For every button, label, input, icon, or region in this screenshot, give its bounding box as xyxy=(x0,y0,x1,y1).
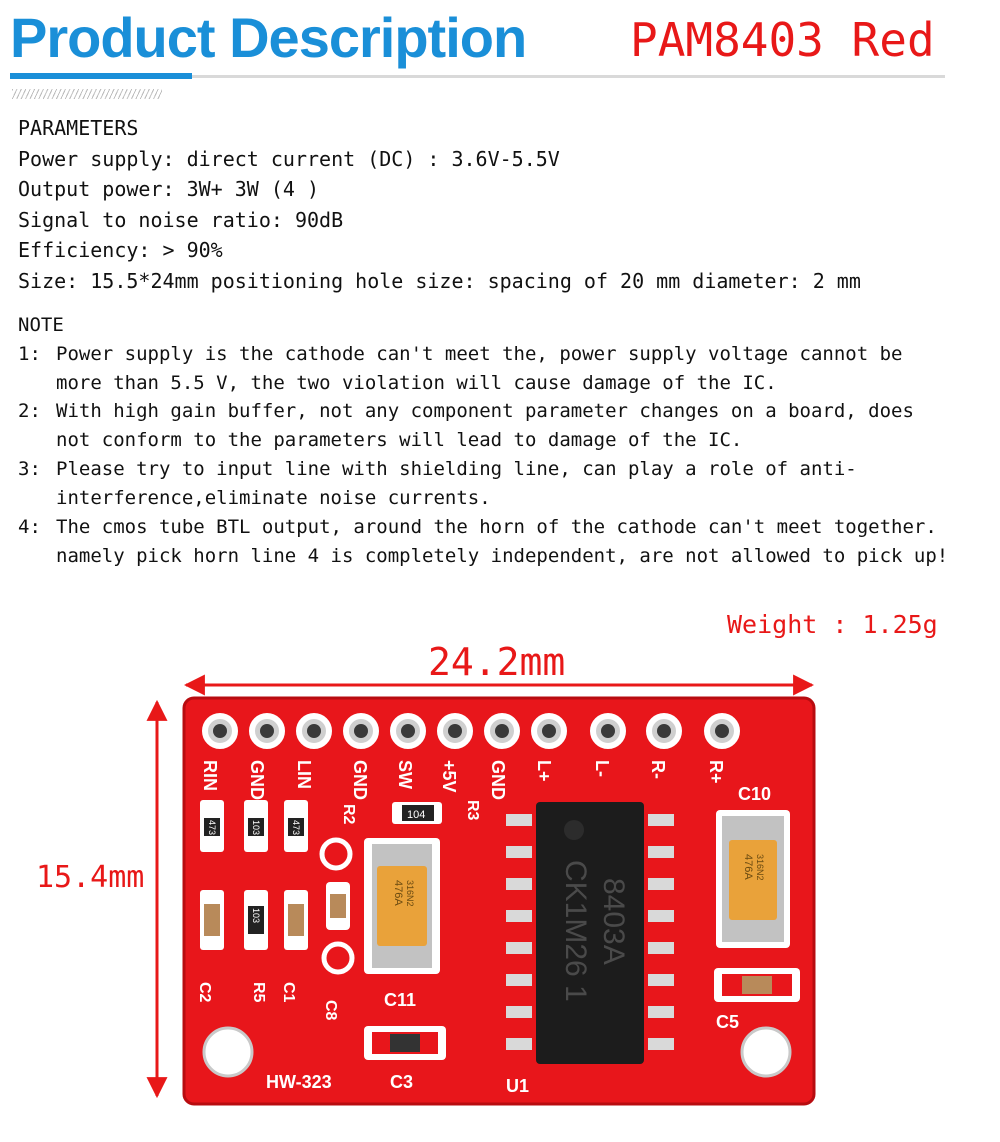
pcb-board xyxy=(184,698,814,1104)
notes-heading: NOTE xyxy=(18,314,64,336)
pam8403-chip: 8403A CK1M26 1 xyxy=(506,802,674,1064)
smd-components-left: 473 103 473 103 xyxy=(200,800,308,950)
pin-label: R- xyxy=(648,760,668,779)
pin-label: GND xyxy=(488,760,508,800)
pin-label: L- xyxy=(592,760,612,777)
weight-label: Weight : 1.25g xyxy=(727,610,938,639)
note-number: 2: xyxy=(18,400,41,422)
c5-label: C5 xyxy=(716,1012,739,1032)
param-efficiency: Efficiency: > 90% xyxy=(18,238,223,262)
height-dimension-label: 15.4mm xyxy=(36,860,145,895)
c11-label: C11 xyxy=(384,990,416,1010)
r2-label: R2 xyxy=(340,804,357,825)
page-title: Product Description xyxy=(10,6,527,69)
capacitor-code: 316N2 xyxy=(755,854,765,881)
c11-capacitor: 476A 316N2 xyxy=(364,838,440,974)
c10-capacitor: 476A 316N2 xyxy=(716,810,790,948)
c8-label: C8 xyxy=(322,1000,339,1021)
note-text: Please try to input line with shielding … xyxy=(56,458,857,480)
param-snr: Signal to noise ratio: 90dB xyxy=(18,208,344,232)
c1-label: C1 xyxy=(280,982,297,1003)
pin-label: GND xyxy=(247,760,267,800)
c2-label: C2 xyxy=(196,982,213,1003)
note-text: interference,eliminate noise currents. xyxy=(56,487,491,509)
parameters-heading: PARAMETERS xyxy=(18,116,139,140)
note-number: 3: xyxy=(18,458,41,480)
note-text: With high gain buffer, not any component… xyxy=(56,400,914,422)
pin-label: RIN xyxy=(200,760,220,791)
c10-label: C10 xyxy=(738,784,771,804)
capacitor-code: 476A xyxy=(392,880,404,906)
resistor-code: 473 xyxy=(207,820,217,835)
pin-labels: RIN GND LIN GND SW +5V GND L+ L- R- R+ xyxy=(200,760,726,800)
hatch-decoration xyxy=(12,89,162,99)
chip-marking: 8403A xyxy=(597,878,630,965)
note-text: The cmos tube BTL output, around the hor… xyxy=(56,516,937,538)
note-number: 4: xyxy=(18,516,41,538)
pin-label: R+ xyxy=(706,760,726,784)
param-output-power: Output power: 3W+ 3W (4 ) xyxy=(18,177,320,201)
resistor-code: 103 xyxy=(251,908,261,923)
pin-label: SW xyxy=(395,760,415,789)
mounting-hole xyxy=(740,1026,792,1078)
mounting-hole xyxy=(202,1026,254,1078)
note-text: namely pick horn line 4 is completely in… xyxy=(56,545,949,567)
param-power-supply: Power supply: direct current (DC) : 3.6V… xyxy=(18,147,560,171)
note-text: not conform to the parameters will lead … xyxy=(56,429,743,451)
pin-label: GND xyxy=(350,760,370,800)
resistor-code: 103 xyxy=(251,820,261,835)
title-underline xyxy=(10,75,945,78)
board-model-label: HW-323 xyxy=(266,1072,332,1092)
note-text: more than 5.5 V, the two violation will … xyxy=(56,372,777,394)
c3-label: C3 xyxy=(390,1072,413,1092)
pin-label: +5V xyxy=(439,760,459,793)
pin-label: L+ xyxy=(534,760,554,782)
param-size: Size: 15.5*24mm positioning hole size: s… xyxy=(18,269,861,293)
resistor-code: 473 xyxy=(291,820,301,835)
header-pins xyxy=(202,713,740,749)
capacitor-code: 316N2 xyxy=(405,880,415,907)
title-accent-bar xyxy=(10,73,192,79)
capacitor-code: 476A xyxy=(742,854,754,880)
pin-label: LIN xyxy=(294,760,314,789)
u1-label: U1 xyxy=(506,1076,529,1096)
resistor-code: 104 xyxy=(407,809,425,821)
r3-label: R3 xyxy=(464,800,481,821)
chip-marking: CK1M26 1 xyxy=(559,860,592,1002)
model-name: PAM8403 Red xyxy=(630,13,935,67)
note-number: 1: xyxy=(18,343,41,365)
note-text: Power supply is the cathode can't meet t… xyxy=(56,343,903,365)
r5-label: R5 xyxy=(250,982,267,1003)
